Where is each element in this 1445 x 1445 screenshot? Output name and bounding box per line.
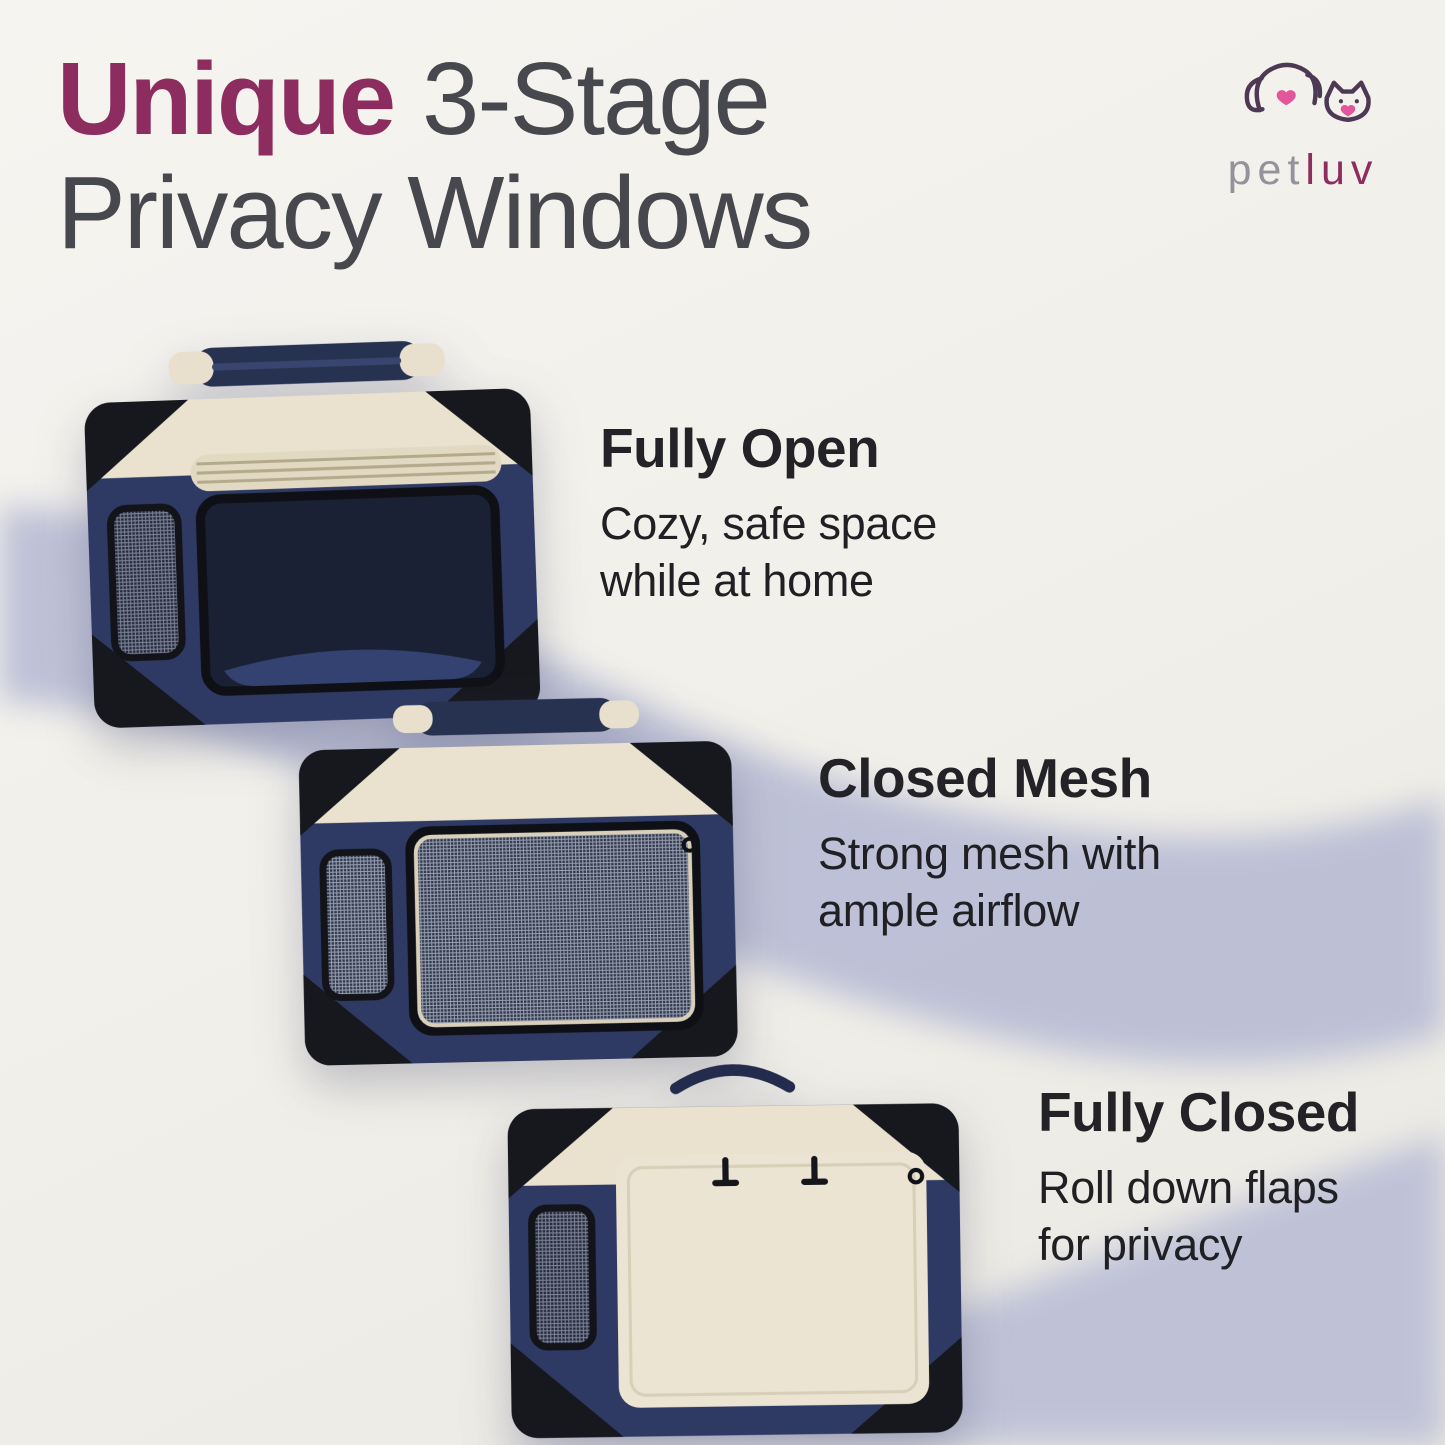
cat-heart-nose [1340, 104, 1356, 117]
dog-left-ear [1244, 76, 1265, 113]
title-rest-words: 3-Stage [422, 41, 771, 156]
stage-title: Fully Open [600, 417, 880, 479]
dog-heart-nose [1276, 90, 1296, 106]
rolled-privacy-flap [190, 444, 502, 492]
stage-desc-line2: ample airflow [818, 884, 1080, 936]
cat-head-outline [1324, 80, 1371, 123]
stage-title: Fully Closed [1038, 1081, 1360, 1143]
title-accent-word: Unique [57, 41, 396, 156]
brand-logo: petluv [1198, 50, 1408, 195]
stage-desc-line1: Roll down flaps [1038, 1162, 1339, 1213]
side-mesh-window [319, 848, 395, 1002]
stage-desc-line1: Cozy, safe space [600, 498, 938, 549]
rolled-flap-bundle [168, 341, 445, 387]
mesh-door [405, 820, 704, 1036]
brand-name: petluv [1198, 146, 1408, 195]
side-mesh-window [106, 503, 186, 662]
title-line-2: Privacy Windows [57, 155, 813, 271]
dog-head-outline [1254, 62, 1318, 113]
side-mesh-window [528, 1204, 597, 1351]
stage-desc-line2: for privacy [1038, 1218, 1243, 1270]
brand-name-pet: pet [1227, 146, 1306, 194]
stage-desc-line1: Strong mesh with [818, 828, 1161, 879]
open-doorway [195, 485, 505, 696]
crate-photo-fully-closed [463, 1034, 1007, 1445]
carry-handle [670, 1064, 796, 1095]
cat-eye-right [1354, 99, 1359, 104]
cat-eye-left [1338, 99, 1344, 104]
closed-privacy-flap [615, 1151, 930, 1408]
stage-title: Closed Mesh [818, 747, 1152, 809]
rolled-flap-bundle [392, 697, 640, 736]
dog-right-ear [1305, 72, 1323, 99]
petluv-dog-cat-icon [1244, 62, 1371, 123]
stage-desc-line2: while at home [600, 554, 874, 606]
brand-name-luv: luv [1305, 146, 1379, 194]
